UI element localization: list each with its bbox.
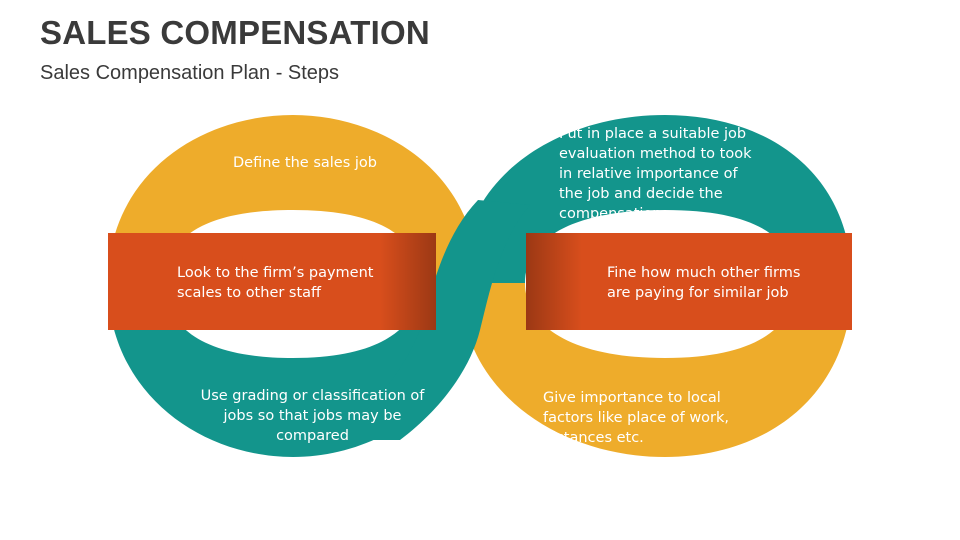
left-orange-band-shade: [380, 233, 436, 330]
right-ring-bottom-segment: [460, 283, 852, 457]
left-ring-top-segment: [108, 115, 478, 283]
step-local-factors: Give importance to local factors like pl…: [543, 390, 730, 446]
page-subtitle: Sales Compensation Plan - Steps: [40, 62, 340, 84]
step-grading-classification: Use grading or classification of jobs so…: [200, 388, 425, 444]
step-evaluation-method: Put in place a suitable job evaluation m…: [559, 126, 752, 222]
page-title: SALES COMPENSATION: [40, 14, 430, 51]
step-define-sales-job: Define the sales job: [232, 155, 377, 171]
step-other-firms: Fine how much other firms are paying for…: [607, 265, 801, 301]
step-payment-scales: Look to the firm’s payment scales to oth…: [177, 265, 374, 301]
right-ring-top-segment: [460, 115, 852, 283]
right-orange-band-shade: [526, 233, 582, 330]
